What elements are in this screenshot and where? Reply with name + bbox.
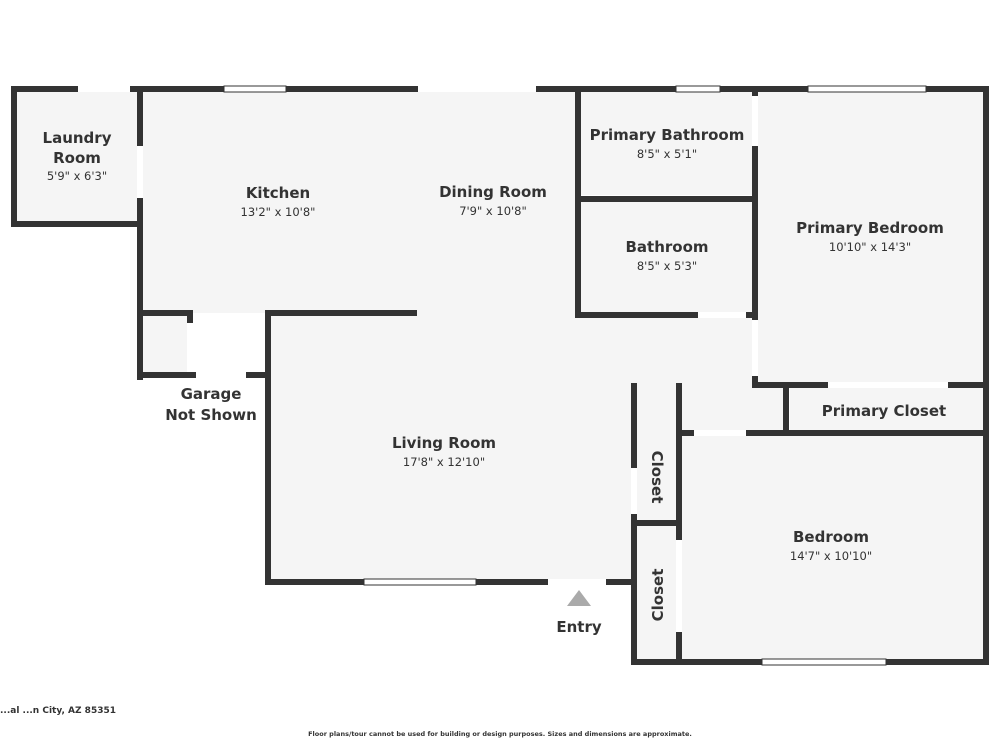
dining-room-dims: 7'9" x 10'8"	[459, 204, 527, 218]
bathroom-dims: 8'5" x 5'3"	[637, 259, 697, 273]
entry-arrow-icon	[567, 590, 591, 606]
garage-label-line2: Not Shown	[165, 406, 257, 424]
entry-label: Entry	[556, 618, 601, 636]
primary-bathroom-name: Primary Bathroom	[590, 126, 745, 144]
closet-lower-name: Closet	[649, 569, 667, 622]
laundry-room-name-line1: Laundry	[43, 129, 112, 147]
floor-areas	[17, 92, 983, 659]
kitchen-name: Kitchen	[246, 184, 310, 202]
footer-address: ...al ...n City, AZ 85351	[0, 706, 116, 716]
garage-label-line1: Garage	[181, 385, 242, 403]
windows	[78, 85, 948, 666]
kitchen-dims: 13'2" x 10'8"	[241, 205, 316, 219]
primary-bathroom-dims: 8'5" x 5'1"	[637, 147, 697, 161]
living-room-dims: 17'8" x 12'10"	[403, 455, 485, 469]
primary-bedroom-name: Primary Bedroom	[796, 219, 944, 237]
footer-disclaimer: Floor plans/tour cannot be used for buil…	[308, 730, 692, 738]
primary-bedroom-dims: 10'10" x 14'3"	[829, 240, 911, 254]
bedroom-dims: 14'7" x 10'10"	[790, 549, 872, 563]
bathroom-name: Bathroom	[625, 238, 708, 256]
bedroom-name: Bedroom	[793, 528, 869, 546]
laundry-room-name-line2: Room	[53, 149, 101, 167]
dining-room-name: Dining Room	[439, 183, 547, 201]
laundry-room-dims: 5'9" x 6'3"	[47, 169, 107, 183]
primary-closet-name: Primary Closet	[822, 402, 946, 420]
living-room-name: Living Room	[392, 434, 496, 452]
closet-upper-name: Closet	[648, 451, 666, 504]
